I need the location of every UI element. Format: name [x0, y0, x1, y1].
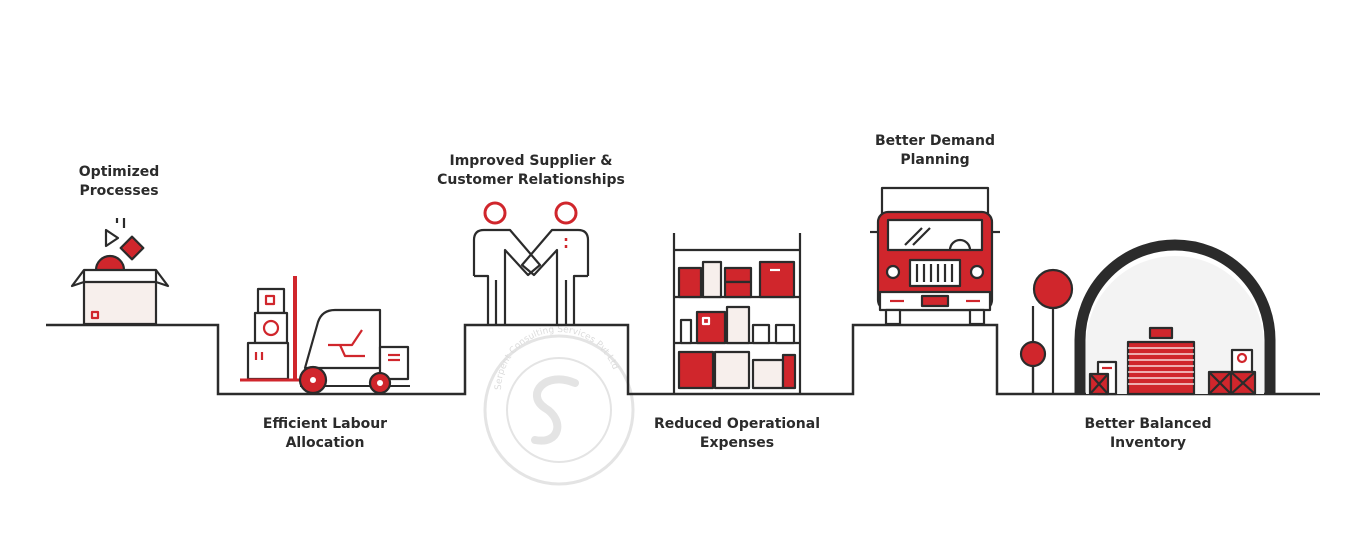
serpent-logo-icon [531, 375, 579, 445]
label-better-demand-planning: Better Demand Planning [875, 133, 995, 168]
handshake-icon [472, 201, 590, 325]
label-improved-relationships: Improved Supplier & Customer Relationshi… [437, 153, 625, 188]
watermark: Serpent Consulting Services Pvt Ltd [483, 325, 635, 486]
label-efficient-labour-allocation: Efficient Labour Allocation [262, 416, 388, 451]
forklift-icon [240, 276, 410, 395]
open-box-icon [70, 218, 170, 326]
truck-icon [870, 186, 1000, 326]
warehouse-icon [1019, 239, 1276, 396]
label-optimized-processes: Optimized Processes [78, 164, 160, 199]
label-reduced-expenses: Reduced Operational Expenses [653, 416, 821, 451]
label-better-balanced-inventory: Better Balanced Inventory [1084, 416, 1212, 451]
step-baseline [46, 323, 1320, 396]
shelf-icon [672, 233, 802, 394]
